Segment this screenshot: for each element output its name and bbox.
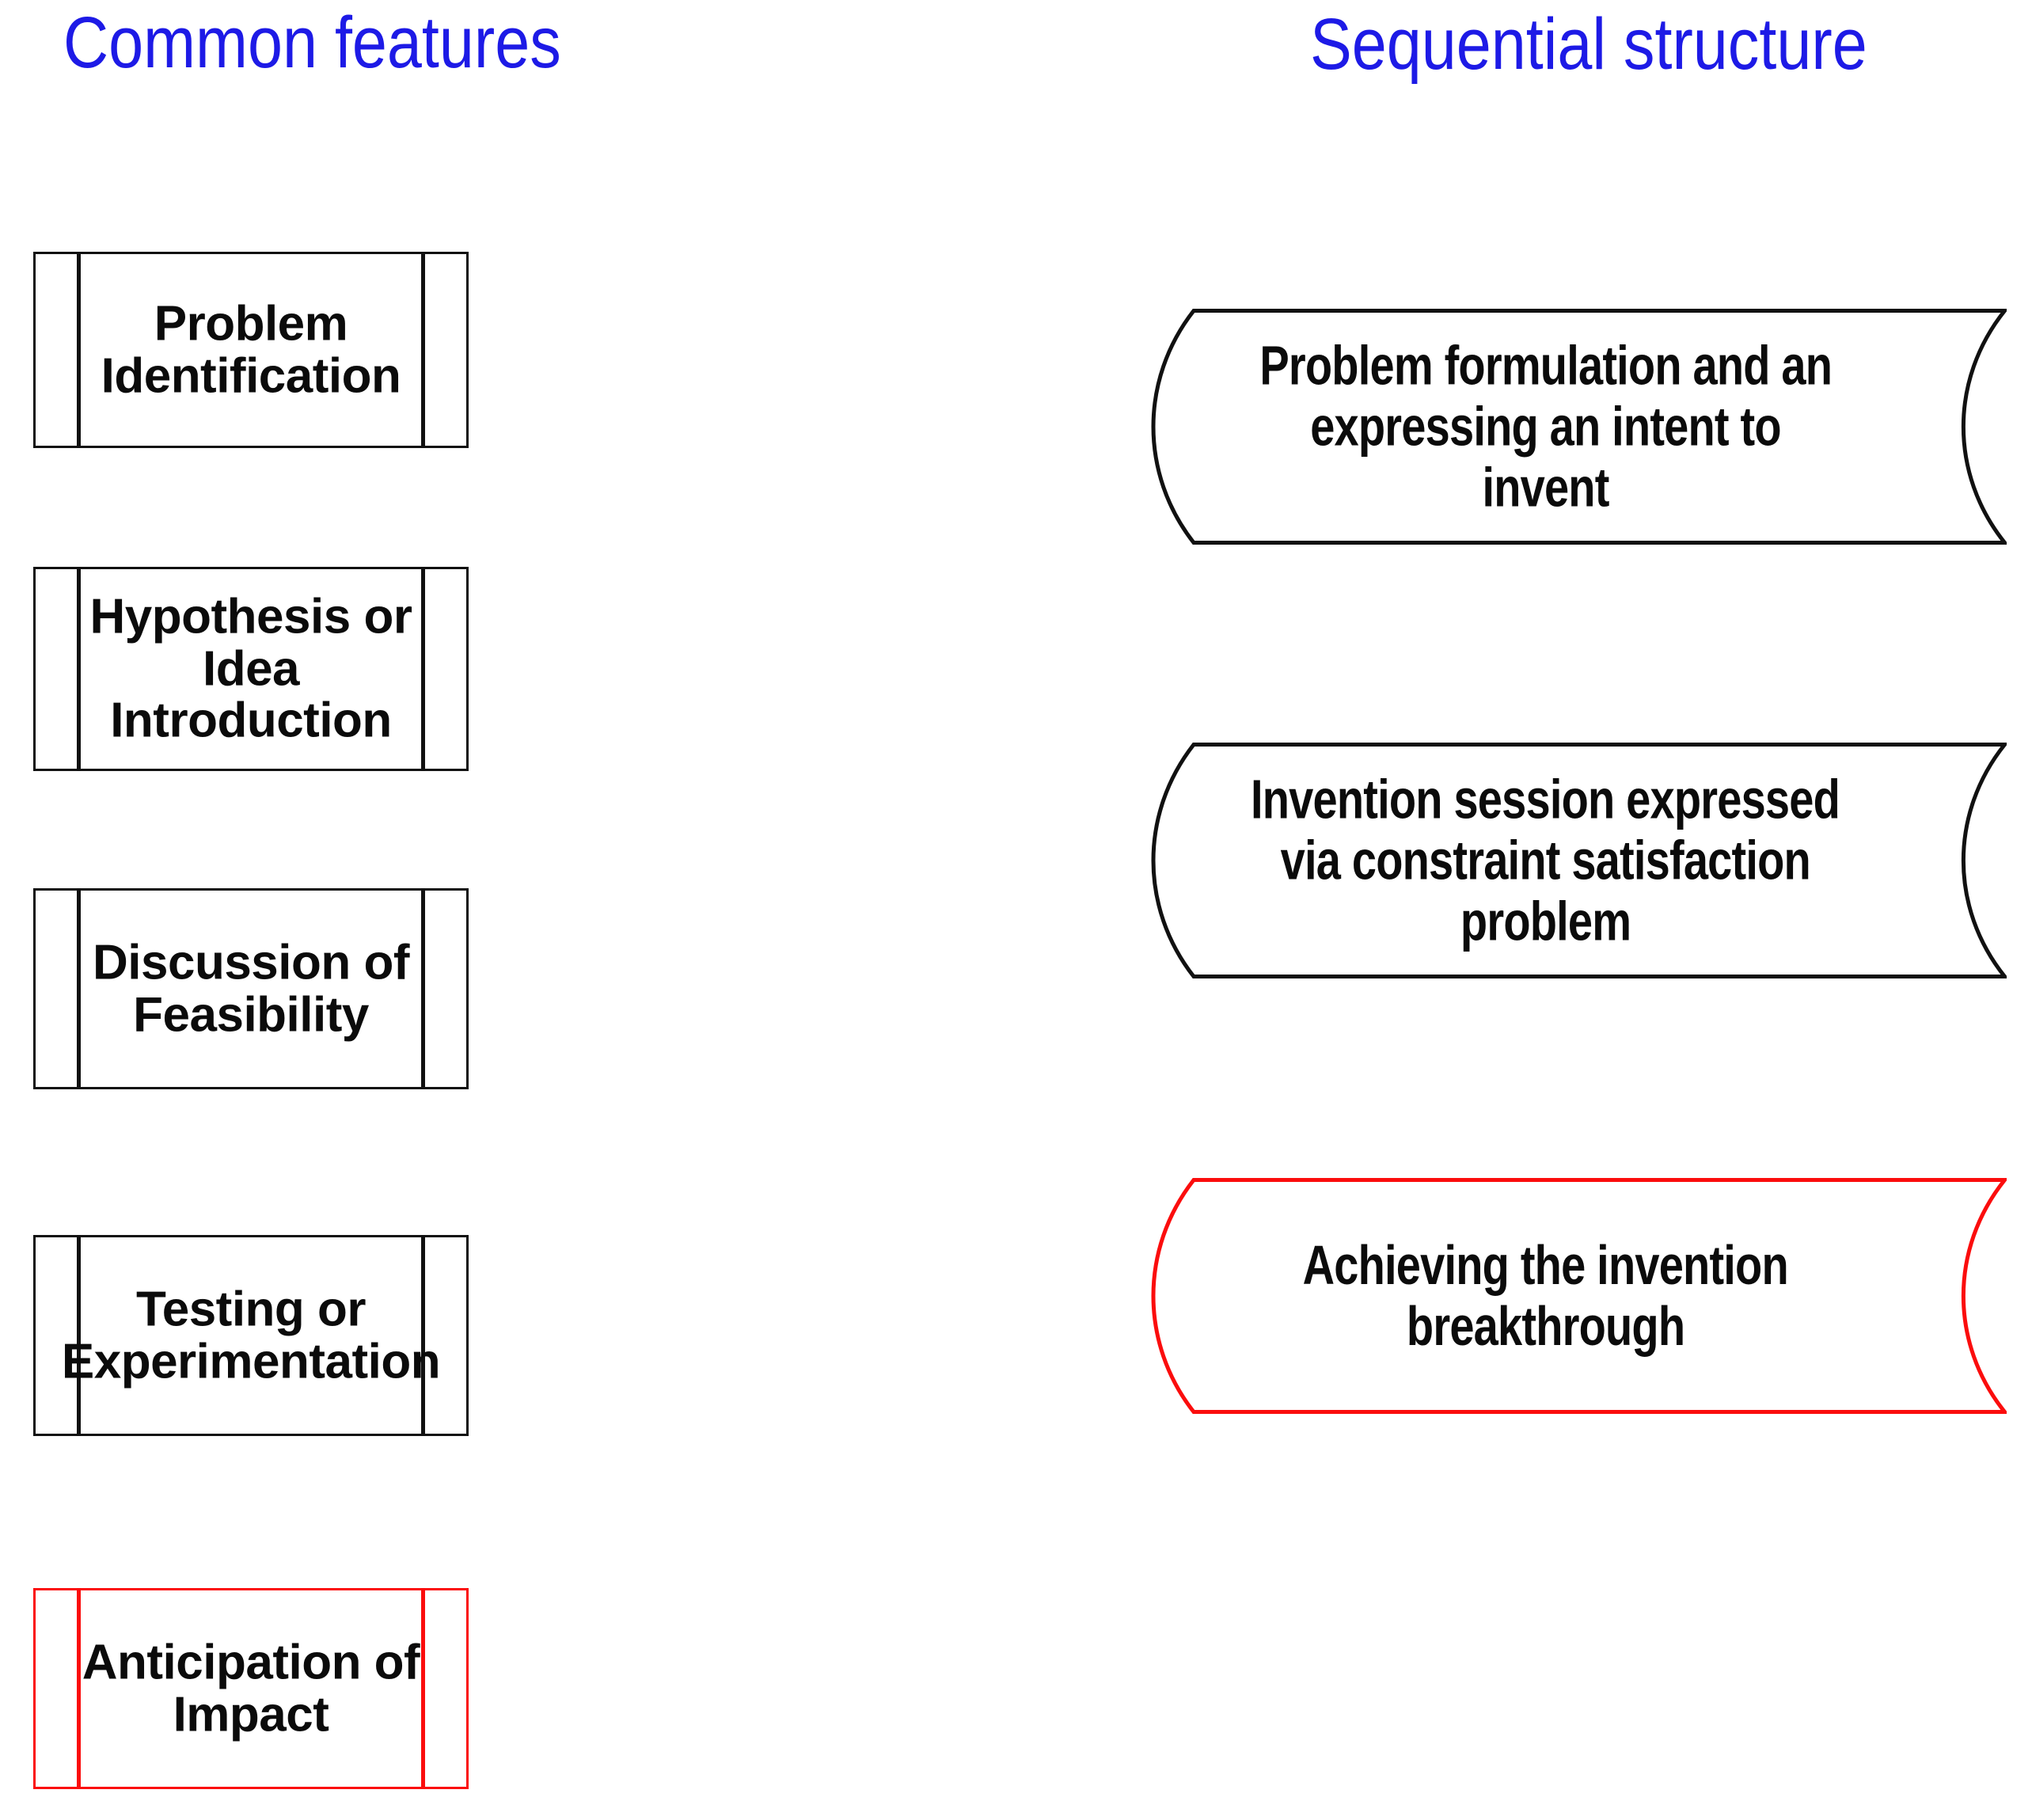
predefined-process-right-bar	[421, 569, 425, 769]
column-title-common-features: Common features	[63, 2, 561, 83]
common-feature-box-testing-or-experimentation: Testing or Experimentation	[33, 1235, 469, 1436]
common-feature-label: Testing or Experimentation	[61, 1282, 441, 1389]
common-feature-label: Problem Identification	[101, 296, 401, 403]
predefined-process-left-bar	[77, 1237, 81, 1434]
common-feature-box-discussion-of-feasibility: Discussion of Feasibility	[33, 888, 469, 1089]
sequential-step-label-line: Invention session expressed	[1251, 768, 1840, 830]
common-feature-label: Hypothesis or Idea Introduction	[89, 589, 412, 748]
predefined-process-right-bar	[421, 1590, 425, 1787]
predefined-process-right-bar	[421, 254, 425, 446]
common-feature-box-anticipation-of-impact: Anticipation of Impact	[33, 1588, 469, 1789]
predefined-process-right-bar	[421, 1237, 425, 1434]
tape-shape	[1151, 309, 2007, 545]
predefined-process-left-bar	[77, 254, 81, 446]
common-feature-box-problem-identification: Problem Identification	[33, 252, 469, 448]
column-title-sequential-structure: Sequential structure	[1310, 4, 1867, 85]
sequential-step-label-line: via constraint satisfaction	[1280, 829, 1811, 891]
tape-shape	[1151, 743, 2007, 978]
tape-shape	[1151, 1178, 2007, 1414]
predefined-process-left-bar	[77, 891, 81, 1087]
common-feature-label: Discussion of Feasibility	[92, 935, 410, 1042]
tape-outline	[1151, 1178, 2007, 1414]
sequential-step-label-line: Problem formulation and an	[1259, 334, 1833, 397]
sequential-step-label-line: problem	[1460, 890, 1631, 952]
common-feature-box-hypothesis-or-idea-introduction: Hypothesis or Idea Introduction	[33, 567, 469, 771]
predefined-process-left-bar	[77, 569, 81, 769]
tape-outline	[1151, 743, 2007, 978]
common-feature-label: Anticipation of Impact	[82, 1635, 420, 1742]
sequential-step-label-line: breakthrough	[1406, 1295, 1685, 1357]
sequential-step-label-line: Achieving the invention	[1302, 1234, 1789, 1296]
tape-outline	[1151, 309, 2007, 545]
sequential-step-label-line: expressing an intent to invent	[1310, 395, 1781, 519]
predefined-process-right-bar	[421, 891, 425, 1087]
predefined-process-left-bar	[77, 1590, 81, 1787]
